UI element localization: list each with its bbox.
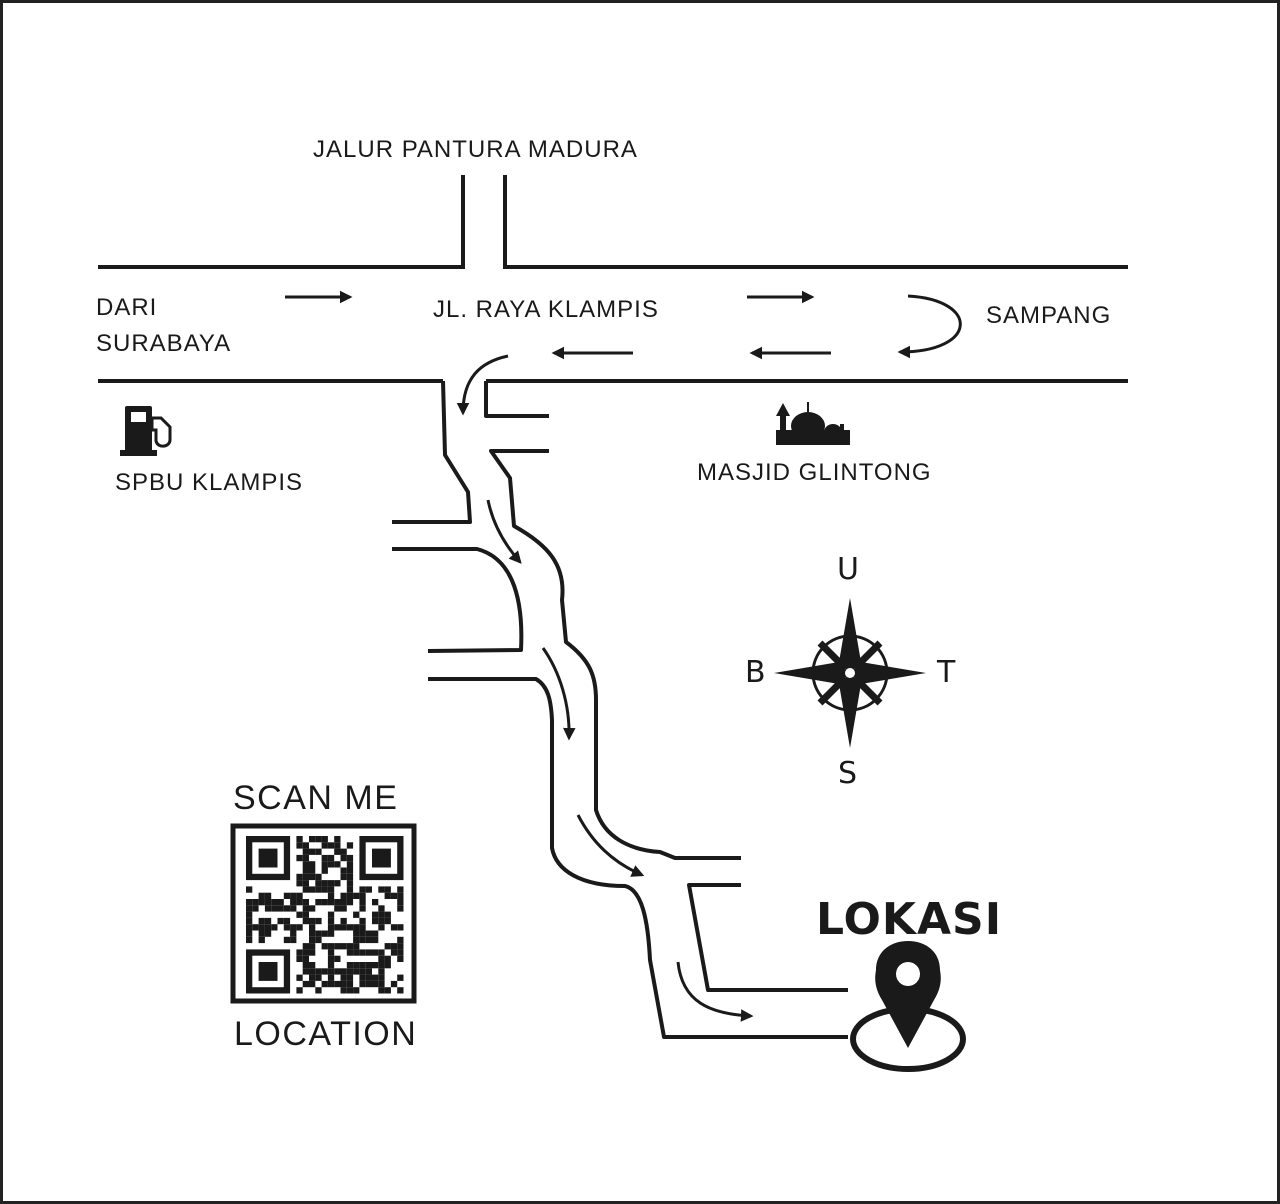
compass-rose [774,598,926,748]
qr-code-icon [230,823,417,1004]
compass-north-point [839,598,861,673]
road-label-west-line2: SURABAYA [96,330,232,357]
destination-label: LOKASI [816,894,1003,945]
arrow-route-2 [541,647,576,741]
direction-arrows [285,290,962,1022]
road-label-west-line1: DARI [96,294,158,321]
main-road [98,175,1128,383]
qr-label-bottom: LOCATION [234,1015,418,1053]
location-pin-icon [850,941,966,1072]
road-label-main: JL. RAYA KLAMPIS [433,296,659,323]
compass-label-west: B [745,655,766,690]
compass-label-north: U [837,552,859,587]
compass-east-point [850,662,926,684]
landmark-label-gas-station: SPBU KLAMPIS [115,469,304,496]
arrow-route-3 [576,814,645,877]
arrow-turn-south [456,354,509,416]
main-road-top-left-edge [98,175,465,269]
side-road-east-edge [484,381,848,992]
road-label-east: SAMPANG [986,302,1112,329]
arrow-u-turn [897,294,962,359]
arrow-route-4 [676,961,754,1022]
compass-label-south: S [838,756,858,791]
qr-label-top: SCAN ME [233,779,399,817]
compass-west-point [774,662,850,684]
landmark-label-mosque: MASJID GLINTONG [697,459,932,486]
side-road [392,380,848,1039]
pin-marker [875,941,941,1048]
main-road-top-right-edge [503,175,1128,269]
mosque-icon [776,402,850,445]
compass-label-east: T [937,655,956,690]
road-label-west: DARI SURABAYA [96,290,231,362]
road-label-north: JALUR PANTURA MADURA [313,136,638,163]
compass-diagonals [817,640,883,706]
compass-south-point [839,673,861,748]
fuel-pump-icon [120,406,172,456]
arrow-route-1 [486,499,522,564]
side-road-west-edge [392,380,848,1039]
